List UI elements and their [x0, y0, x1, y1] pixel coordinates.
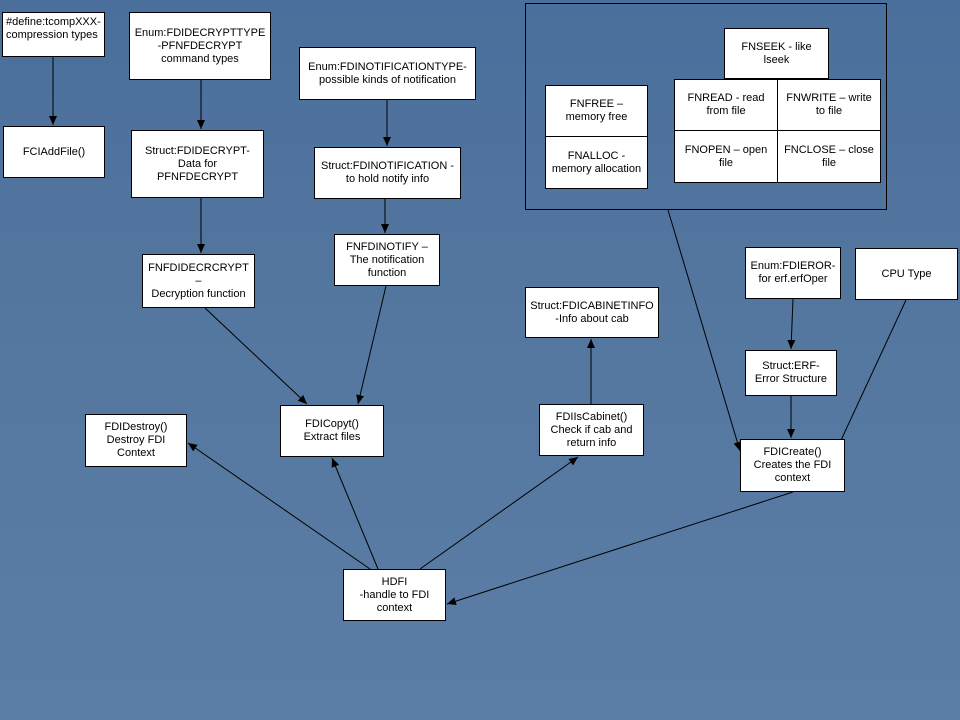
fnwrite-box: FNWRITE – write to file: [777, 79, 881, 131]
fdicreate-to-hdfi-arrow: [446, 491, 794, 606]
fdi-copy-box: FDICopyt() Extract files: [280, 405, 384, 457]
struct-fdinotification-box: Struct:FDINOTIFICATION - to hold notify …: [314, 147, 461, 199]
iogroup-to-fdicreate-arrow: [667, 209, 742, 452]
fnclose-box: FNCLOSE – close file: [777, 130, 881, 183]
fnopen-box: FNOPEN – open file: [674, 130, 778, 183]
hdfi-box: HDFI -handle to FDI context: [343, 569, 446, 621]
fnalloc-box: FNALLOC - memory allocation: [545, 136, 648, 189]
fdi-destroy-box: FDIDestroy() Destroy FDI Context: [85, 414, 187, 467]
fnfdinotify-box: FNFDINOTIFY – The notification function: [334, 234, 440, 286]
fnread-box: FNREAD - read from file: [674, 79, 778, 131]
fnfdinotify-to-fdicopy-arrow: [356, 285, 387, 405]
hdfi-to-fdicopy-arrow: [331, 457, 379, 570]
enum-fdinotificationtype-box: Enum:FDINOTIFICATIONTYPE- possible kinds…: [299, 47, 476, 100]
fnfdidecrcrypt-to-fdicopy-arrow: [204, 307, 308, 405]
io-functions-group: [525, 3, 887, 210]
fdi-is-cabinet-box: FDIIsCabinet() Check if cab and return i…: [539, 404, 644, 456]
cpu-type-box: CPU Type: [855, 248, 958, 300]
fdi-create-box: FDICreate() Creates the FDI context: [740, 439, 845, 492]
fnseek-box: FNSEEK - like lseek: [724, 28, 829, 79]
fdieror-to-erf-arrow: [787, 298, 796, 350]
fnfdidecrcrypt-box: FNFDIDECRCRYPT – Decryption function: [142, 254, 255, 308]
define-compression-box: #define:tcompXXX- compression types: [2, 12, 105, 57]
struct-erf-box: Struct:ERF- Error Structure: [745, 350, 837, 396]
cputype-to-fdicreate-arrow: [835, 299, 907, 452]
enum-fdidecrypttype-box: Enum:FDIDECRYPTTYPE -PFNFDECRYPT command…: [129, 12, 271, 80]
enum-fdieror-box: Enum:FDIEROR- for erf.erfOper: [745, 247, 841, 299]
struct-fdicabinetinfo-box: Struct:FDICABINETINFO -Info about cab: [525, 287, 659, 338]
hdfi-to-fdiiscabinet-arrow: [419, 456, 579, 570]
hdfi-to-fdidestroy-arrow: [187, 442, 371, 570]
fci-add-file-box: FCIAddFile(): [3, 126, 105, 178]
struct-fdidecrypt-box: Struct:FDIDECRYPT- Data for PFNFDECRYPT: [131, 130, 264, 198]
fnfree-box: FNFREE – memory free: [545, 85, 648, 137]
